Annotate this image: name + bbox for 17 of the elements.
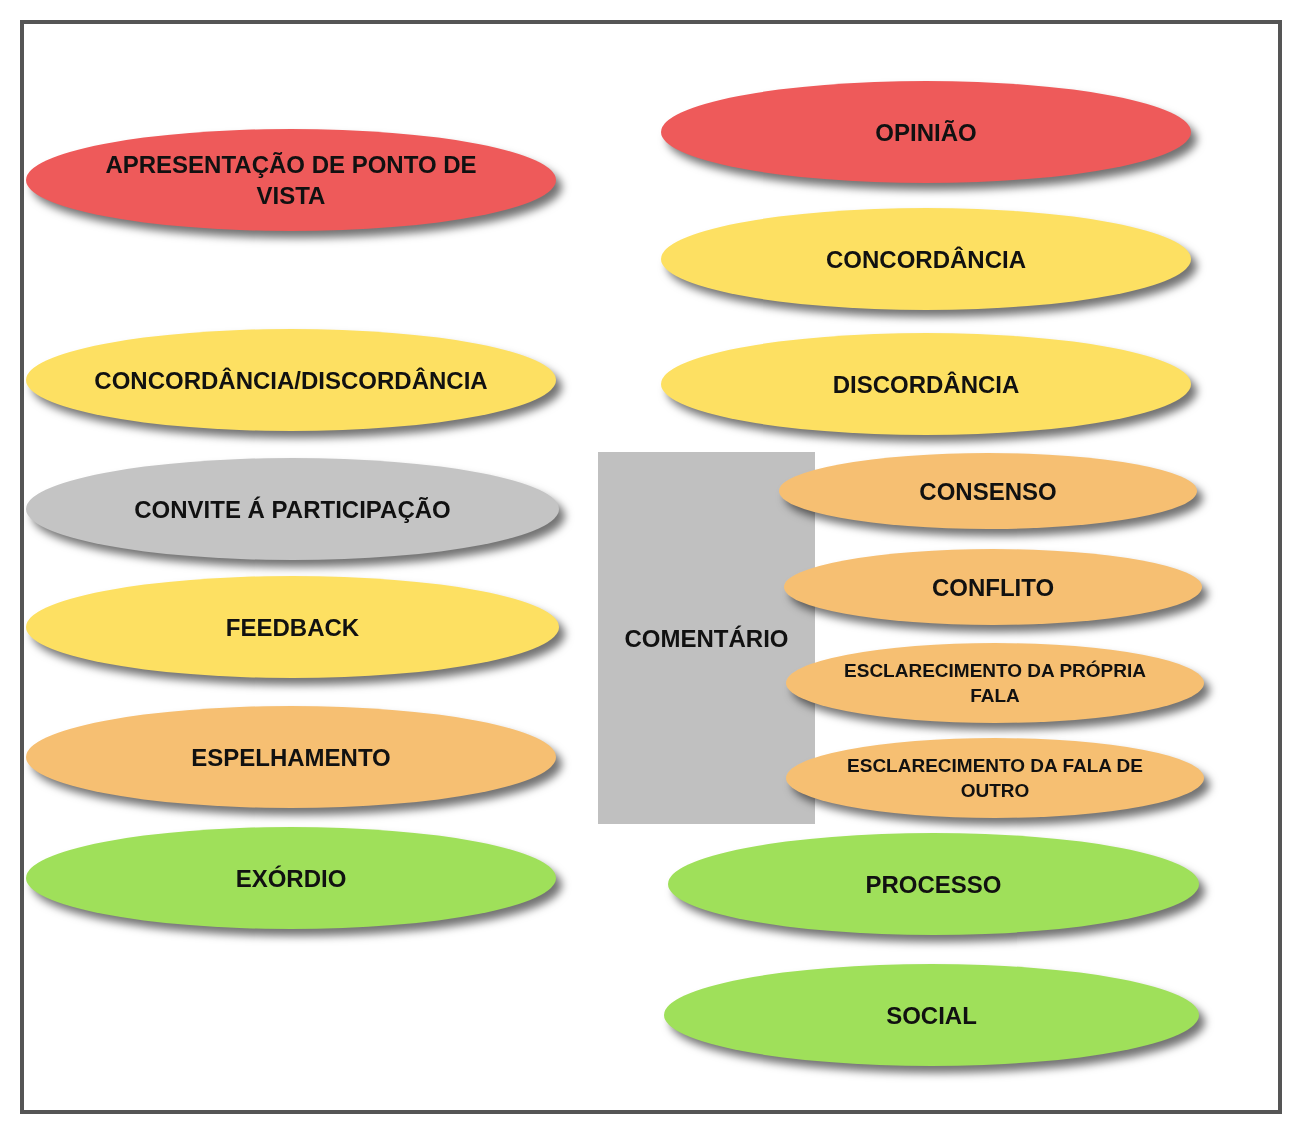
node-label: ESPELHAMENTO bbox=[190, 742, 392, 773]
node-label: CONFLITO bbox=[930, 572, 1056, 603]
node-label: CONCORDÂNCIA bbox=[825, 244, 1027, 275]
node-label: OPINIÃO bbox=[874, 117, 978, 148]
node-label: DISCORDÂNCIA bbox=[831, 369, 1021, 400]
node-label: COMENTÁRIO bbox=[623, 623, 790, 654]
node-label: APRESENTAÇÃO DE PONTO DE VISTA bbox=[104, 150, 478, 211]
node-label: CONSENSO bbox=[918, 476, 1058, 507]
node-label: SOCIAL bbox=[885, 1000, 978, 1031]
node-label: ESCLARECIMENTO DA FALA DE OUTRO bbox=[846, 754, 1144, 803]
category-box bbox=[598, 452, 815, 824]
node-label: ESCLARECIMENTO DA PRÓPRIA FALA bbox=[843, 659, 1147, 708]
node-label: CONCORDÂNCIA/DISCORDÂNCIA bbox=[93, 365, 489, 396]
node-label: FEEDBACK bbox=[224, 612, 361, 643]
node-label: EXÓRDIO bbox=[234, 863, 348, 894]
node-label: PROCESSO bbox=[864, 869, 1003, 900]
node-label: CONVITE Á PARTICIPAÇÃO bbox=[133, 494, 452, 525]
